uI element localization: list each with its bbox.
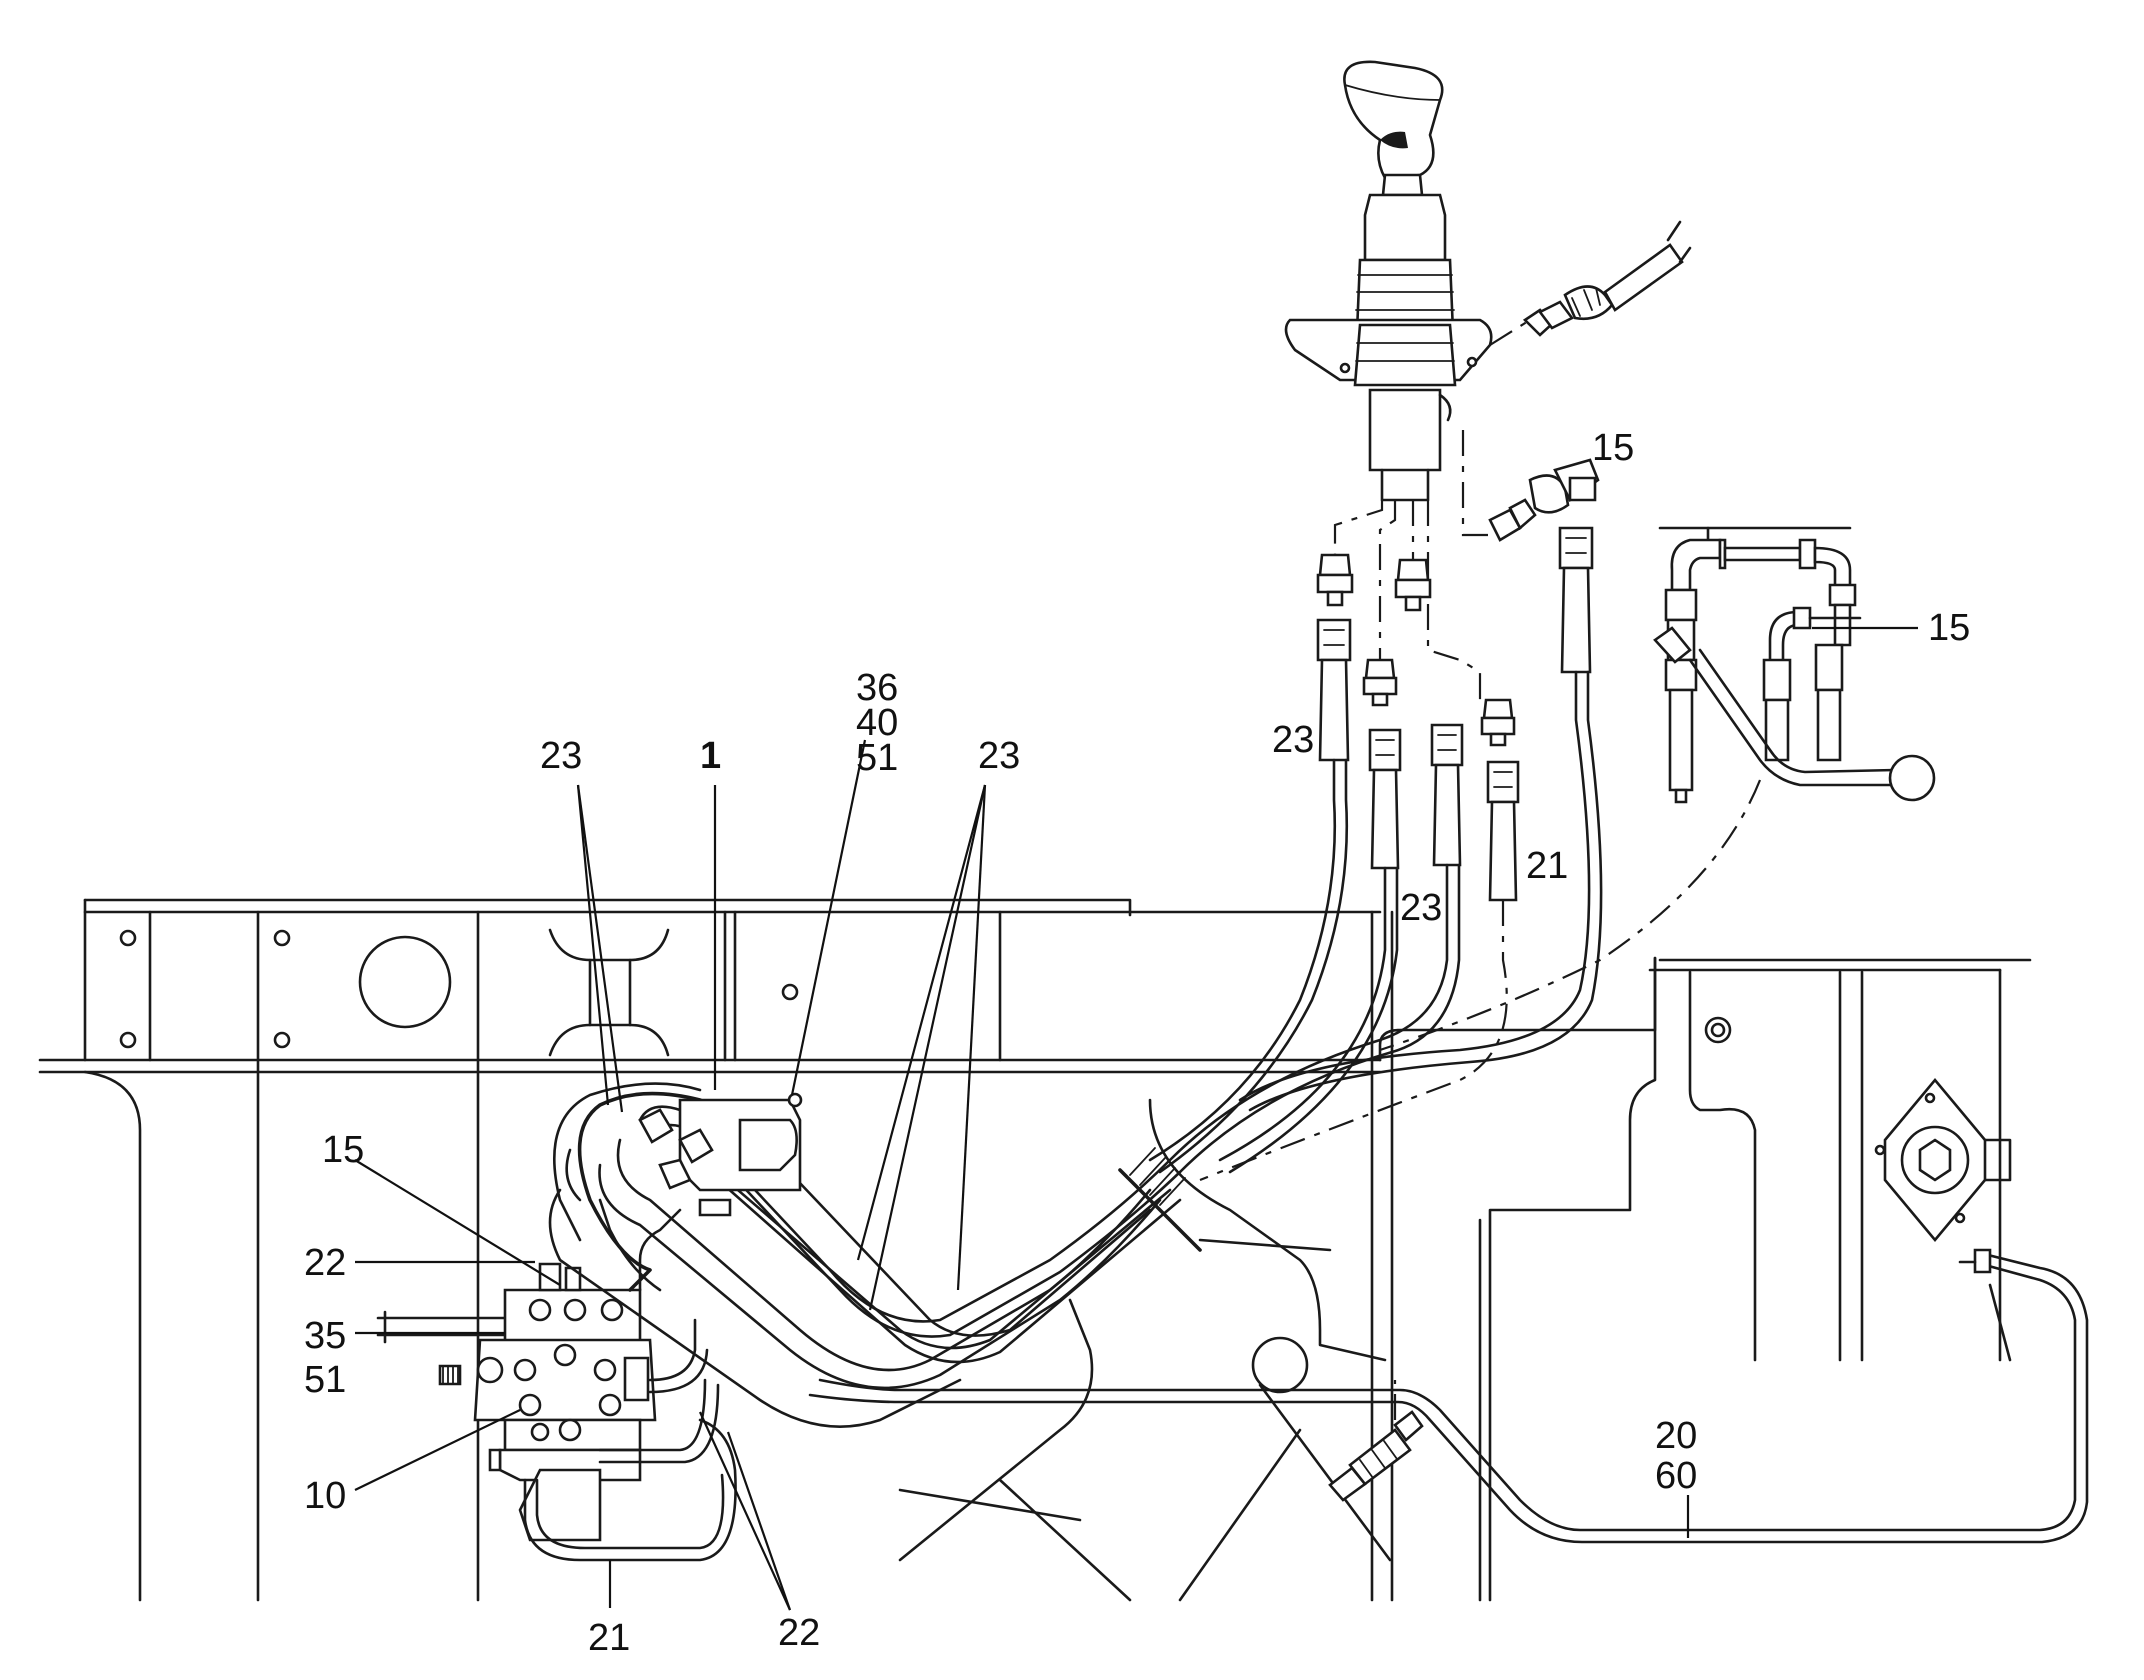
callout-23-hose-lower: 23 bbox=[1400, 887, 1442, 929]
lever-subassembly bbox=[1653, 526, 1936, 804]
callout-1: 1 bbox=[700, 735, 721, 777]
callout-51-top: 51 bbox=[856, 737, 898, 779]
callout-36: 36 bbox=[856, 667, 898, 709]
callout-35: 35 bbox=[304, 1315, 346, 1357]
callout-40: 40 bbox=[856, 702, 898, 744]
joystick-pilot-hoses bbox=[1148, 500, 1762, 1182]
callout-labels: 15 15 15 23 23 23 23 21 21 36 40 51 1 22… bbox=[304, 427, 1970, 1659]
elbow-fitting-15 bbox=[1461, 430, 1600, 542]
callout-10: 10 bbox=[304, 1475, 346, 1517]
callout-51-left: 51 bbox=[304, 1359, 346, 1401]
callout-15-left: 15 bbox=[322, 1129, 364, 1171]
callout-21-bottom: 21 bbox=[588, 1617, 630, 1659]
joystick-assembly bbox=[1284, 60, 1493, 502]
callout-15-top: 15 bbox=[1592, 427, 1634, 469]
control-valve-block bbox=[376, 1262, 737, 1562]
callout-23-left: 23 bbox=[540, 735, 582, 777]
callout-60: 60 bbox=[1655, 1455, 1697, 1497]
hose-bundle bbox=[548, 1082, 2089, 1544]
callout-23-hose-left: 23 bbox=[1272, 719, 1314, 761]
leader-lines bbox=[354, 626, 1918, 1611]
side-pipe-fitting bbox=[1489, 220, 1692, 346]
chassis-frame bbox=[38, 898, 2032, 1602]
callout-20: 20 bbox=[1655, 1415, 1697, 1457]
callout-21-right: 21 bbox=[1526, 845, 1568, 887]
callout-23-middle: 23 bbox=[978, 735, 1020, 777]
callout-15-right: 15 bbox=[1928, 607, 1970, 649]
callout-22-bottom: 22 bbox=[778, 1612, 820, 1654]
callout-22-left: 22 bbox=[304, 1242, 346, 1284]
